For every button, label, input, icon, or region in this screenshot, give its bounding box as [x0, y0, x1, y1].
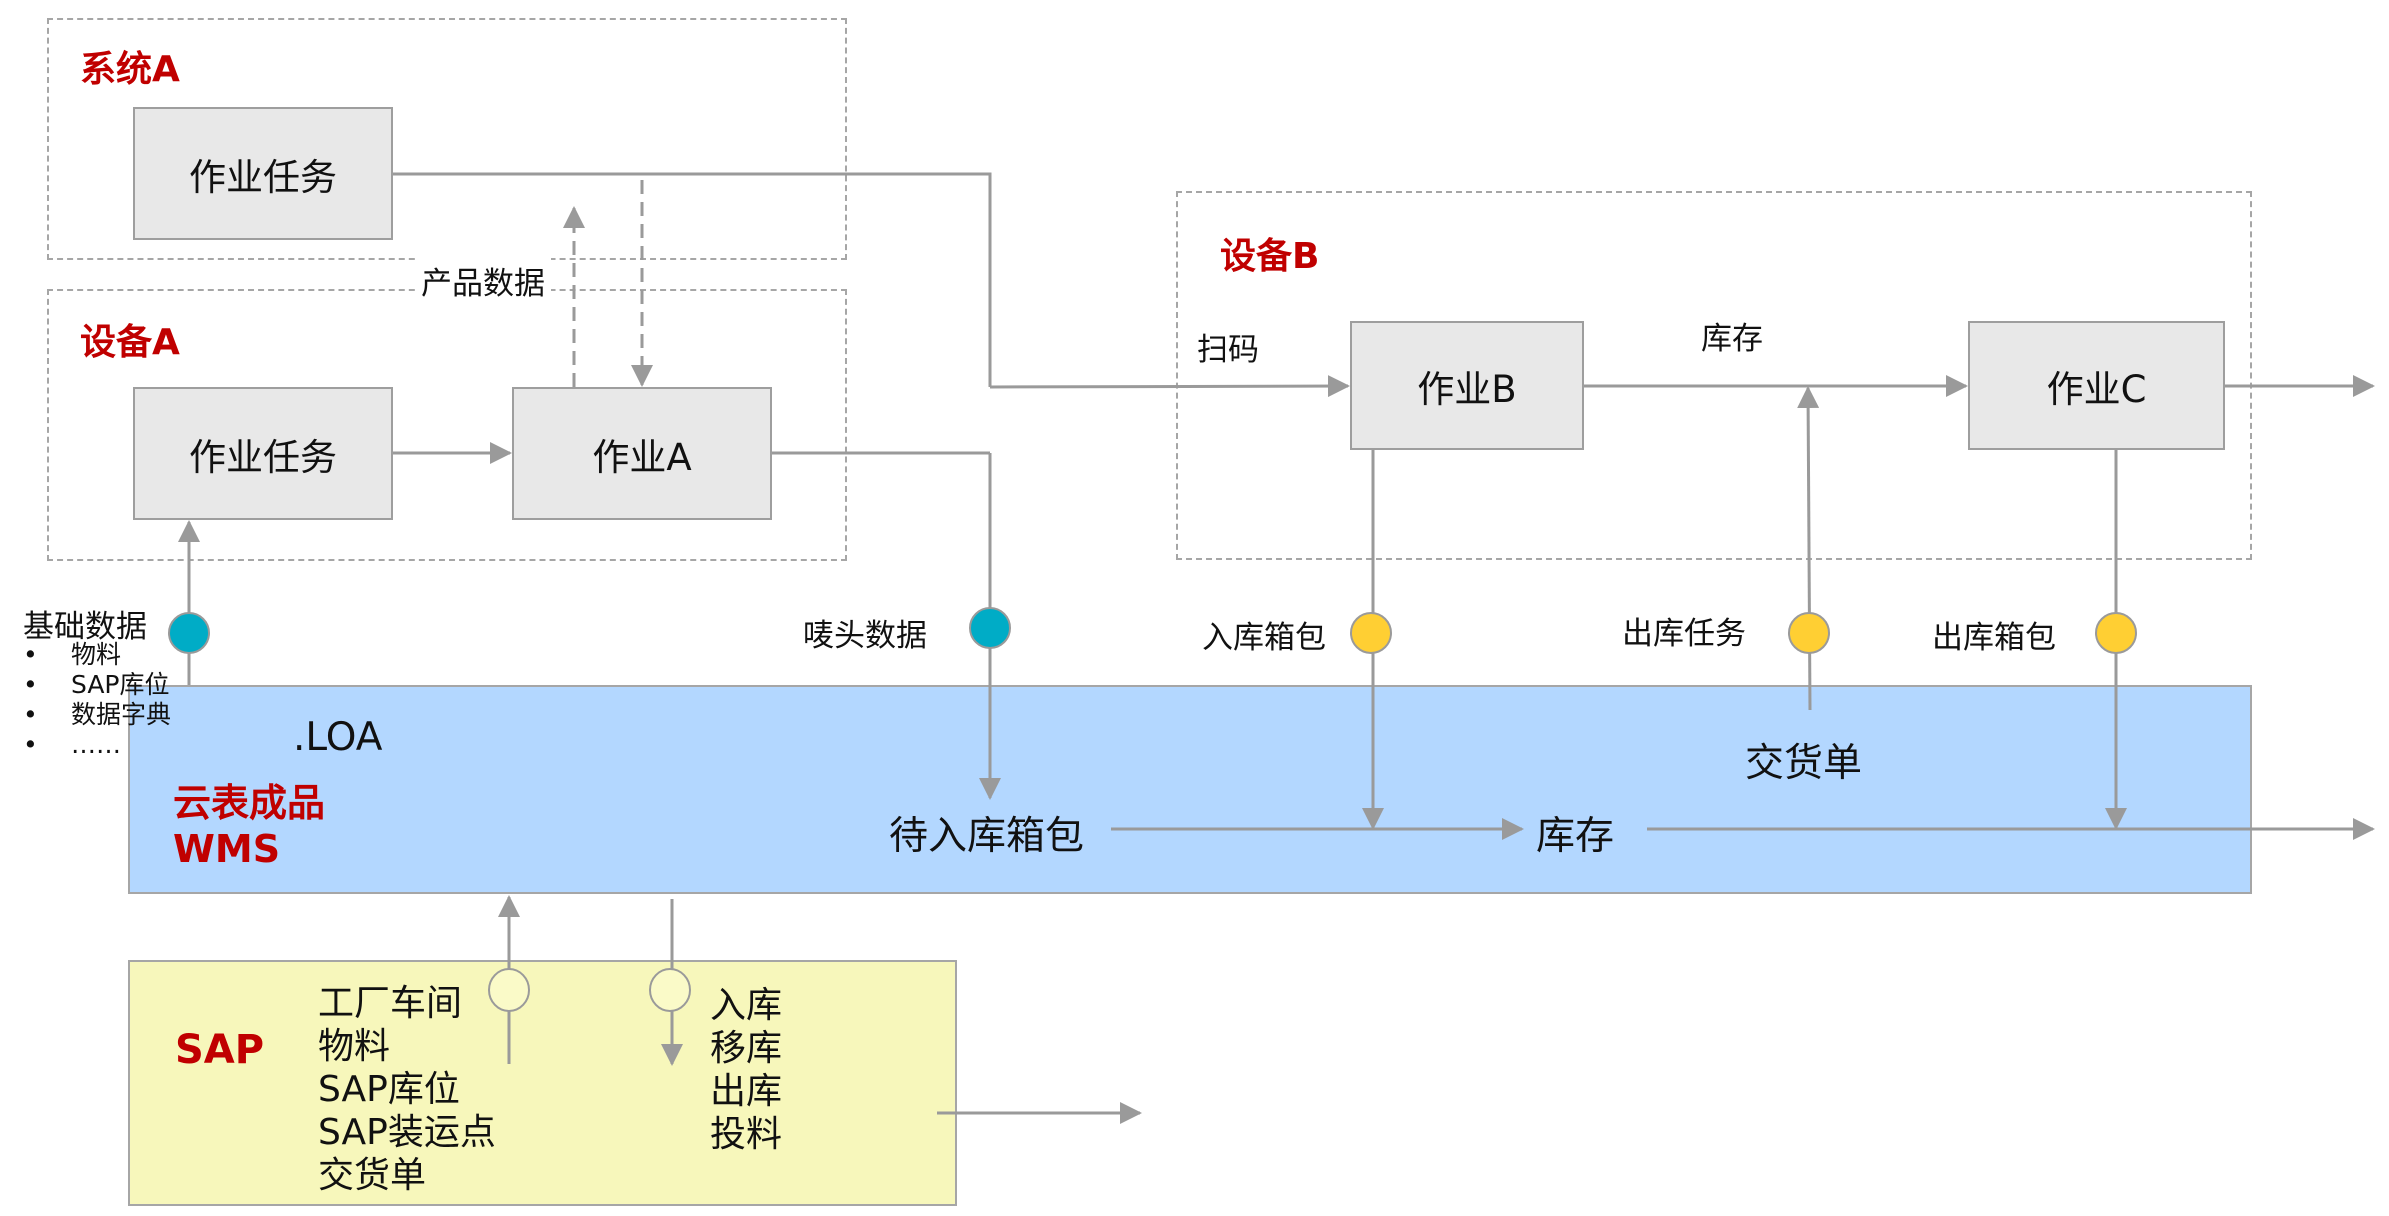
device-a-task-label: 作业任务: [189, 435, 337, 479]
wms-to-sap-item: 移库: [710, 1028, 783, 1069]
system-a-title: 系统A: [80, 49, 180, 90]
base-data-item: •数据字典: [23, 700, 172, 729]
sap-to-wms-item: 交货单: [318, 1155, 427, 1196]
wms-to-sap-connector: [649, 968, 691, 1012]
sap-to-wms-item: SAP库位: [318, 1069, 460, 1110]
wms-to-sap-item: 投料: [710, 1114, 783, 1155]
device-a-task-box[interactable]: 作业任务: [133, 387, 393, 520]
base-data-list: •物料 •SAP库位 •数据字典 •……: [23, 640, 171, 760]
outbound-task-arrow: [1797, 386, 1820, 711]
sap-to-wms-connector: [488, 968, 530, 1012]
base-data-item: •……: [23, 730, 121, 759]
sap-to-wms-item: 工厂车间: [318, 983, 463, 1024]
sap-to-wms-list: 工厂车间 物料 SAP库位 SAP装运点 交货单: [318, 982, 496, 1197]
sap-to-wms-item: 物料: [318, 1026, 391, 1067]
wms-title-line2: WMS: [173, 827, 281, 871]
base-data-label: 基础数据: [23, 609, 147, 645]
scan-arrow: [989, 375, 1350, 398]
device-b-group: [1176, 191, 2252, 560]
wms-region: [128, 685, 2252, 894]
wms-to-sap-item: 入库: [710, 985, 783, 1026]
base-data-item: •SAP库位: [23, 670, 170, 699]
wms-stock-label: 库存: [1536, 814, 1615, 859]
system-a-task-box[interactable]: 作业任务: [133, 107, 393, 240]
device-b-title: 设备B: [1220, 236, 1320, 277]
wms-to-sap-list: 入库 移库 出库 投料: [710, 984, 782, 1156]
wms-title: 云表成品 WMS: [173, 780, 325, 872]
job-c-label: 作业C: [2046, 367, 2147, 411]
device-a-title: 设备A: [80, 322, 180, 363]
inbound-package-label: 入库箱包: [1202, 620, 1326, 656]
job-b-label: 作业B: [1417, 367, 1517, 411]
product-data-label: 产品数据: [415, 258, 551, 303]
job-c-box[interactable]: 作业C: [1968, 321, 2225, 450]
outbound-task-label: 出库任务: [1622, 616, 1746, 652]
job-a-box[interactable]: 作业A: [512, 387, 772, 520]
inbound-package-connector: [1350, 612, 1392, 654]
mark-data-connector: [969, 607, 1011, 649]
wms-to-sap-item: 出库: [710, 1071, 783, 1112]
sap-title: SAP: [175, 1027, 265, 1073]
sap-region: [128, 960, 957, 1206]
scan-label: 扫码: [1197, 332, 1259, 368]
delivery-note-label: 交货单: [1745, 741, 1863, 786]
pending-inbound-label: 待入库箱包: [889, 814, 1085, 859]
job-b-box[interactable]: 作业B: [1350, 321, 1584, 450]
outbound-package-label: 出库箱包: [1932, 620, 2056, 656]
outbound-task-connector: [1788, 612, 1830, 654]
sys-a-task-link: [393, 172, 992, 387]
sap-to-wms-item: SAP装运点: [318, 1112, 496, 1153]
outbound-package-connector: [2095, 612, 2137, 654]
job-a-label: 作业A: [592, 435, 692, 479]
base-data-connector: [168, 612, 210, 654]
base-data-item: •物料: [23, 640, 122, 669]
wms-loa-label: .LOA: [293, 715, 383, 760]
mark-data-label: 唛头数据: [803, 618, 927, 654]
wms-title-line1: 云表成品: [173, 781, 326, 825]
system-a-task-label: 作业任务: [189, 155, 337, 199]
device-b-stock-label: 库存: [1701, 321, 1763, 357]
